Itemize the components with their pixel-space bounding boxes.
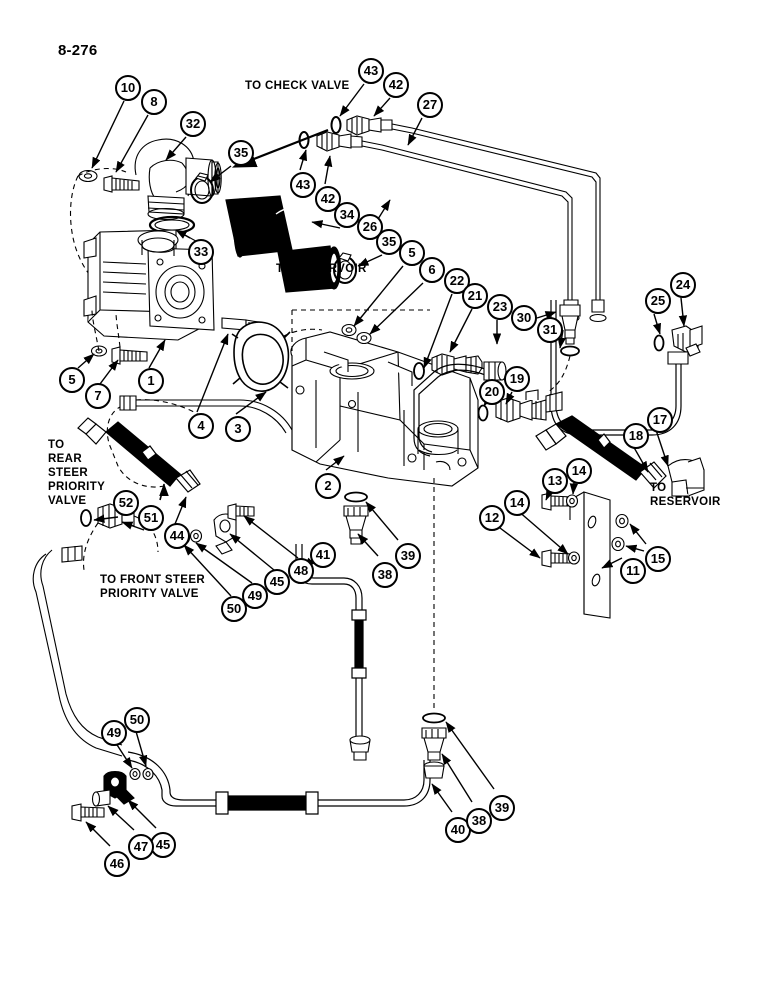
callout-24[interactable]: 24 (670, 272, 696, 298)
callout-38[interactable]: 38 (372, 562, 398, 588)
callout-51[interactable]: 51 (138, 505, 164, 531)
callout-27[interactable]: 27 (417, 92, 443, 118)
callout-50b[interactable]: 50 (124, 707, 150, 733)
callout-50[interactable]: 50 (221, 596, 247, 622)
callout-42[interactable]: 42 (383, 72, 409, 98)
annotation-to-reservoir-lower: TO RESERVOIR (650, 482, 721, 508)
annotation-to-rear-steer-priority-valve: TO REAR STEER PRIORITY VALVE (48, 439, 106, 507)
callout-15[interactable]: 15 (645, 546, 671, 572)
callout-48[interactable]: 48 (288, 558, 314, 584)
callout-45[interactable]: 45 (264, 569, 290, 595)
callout-19[interactable]: 19 (504, 366, 530, 392)
callout-30[interactable]: 30 (511, 305, 537, 331)
callout-39b[interactable]: 39 (489, 795, 515, 821)
callout-47[interactable]: 47 (128, 834, 154, 860)
callout-52[interactable]: 52 (113, 490, 139, 516)
callout-20[interactable]: 20 (479, 379, 505, 405)
callout-11[interactable]: 11 (620, 558, 646, 584)
callout-6[interactable]: 6 (419, 257, 445, 283)
annotation-to-reservoir-upper: TO RESERVOIR (276, 263, 367, 275)
callout-38b[interactable]: 38 (466, 808, 492, 834)
callout-4[interactable]: 4 (188, 413, 214, 439)
callout-44[interactable]: 44 (164, 523, 190, 549)
annotation-to-check-valve: TO CHECK VALVE (245, 80, 350, 92)
callout-8[interactable]: 8 (141, 89, 167, 115)
callout-14[interactable]: 14 (566, 458, 592, 484)
callout-41[interactable]: 41 (310, 542, 336, 568)
callout-21[interactable]: 21 (462, 283, 488, 309)
callout-17[interactable]: 17 (647, 407, 673, 433)
callout-2[interactable]: 2 (315, 473, 341, 499)
callout-7[interactable]: 7 (85, 383, 111, 409)
callout-35[interactable]: 35 (228, 140, 254, 166)
callout-1[interactable]: 1 (138, 368, 164, 394)
callout-35b[interactable]: 35 (376, 229, 402, 255)
annotation-to-front-steer-priority-valve: TO FRONT STEER PRIORITY VALVE (100, 574, 205, 600)
callout-49b[interactable]: 49 (101, 720, 127, 746)
callout-23[interactable]: 23 (487, 294, 513, 320)
callout-34[interactable]: 34 (334, 202, 360, 228)
callout-43b[interactable]: 43 (290, 172, 316, 198)
callout-33[interactable]: 33 (188, 239, 214, 265)
page-number: 8-276 (58, 42, 98, 59)
callout-13[interactable]: 13 (542, 468, 568, 494)
callout-14b[interactable]: 14 (504, 490, 530, 516)
callout-12[interactable]: 12 (479, 505, 505, 531)
callout-46[interactable]: 46 (104, 851, 130, 877)
callout-5b[interactable]: 5 (59, 367, 85, 393)
callout-3[interactable]: 3 (225, 416, 251, 442)
callout-18[interactable]: 18 (623, 423, 649, 449)
callout-39[interactable]: 39 (395, 543, 421, 569)
callout-32[interactable]: 32 (180, 111, 206, 137)
callout-25[interactable]: 25 (645, 288, 671, 314)
callout-10[interactable]: 10 (115, 75, 141, 101)
callout-43[interactable]: 43 (358, 58, 384, 84)
callout-31[interactable]: 31 (537, 317, 563, 343)
